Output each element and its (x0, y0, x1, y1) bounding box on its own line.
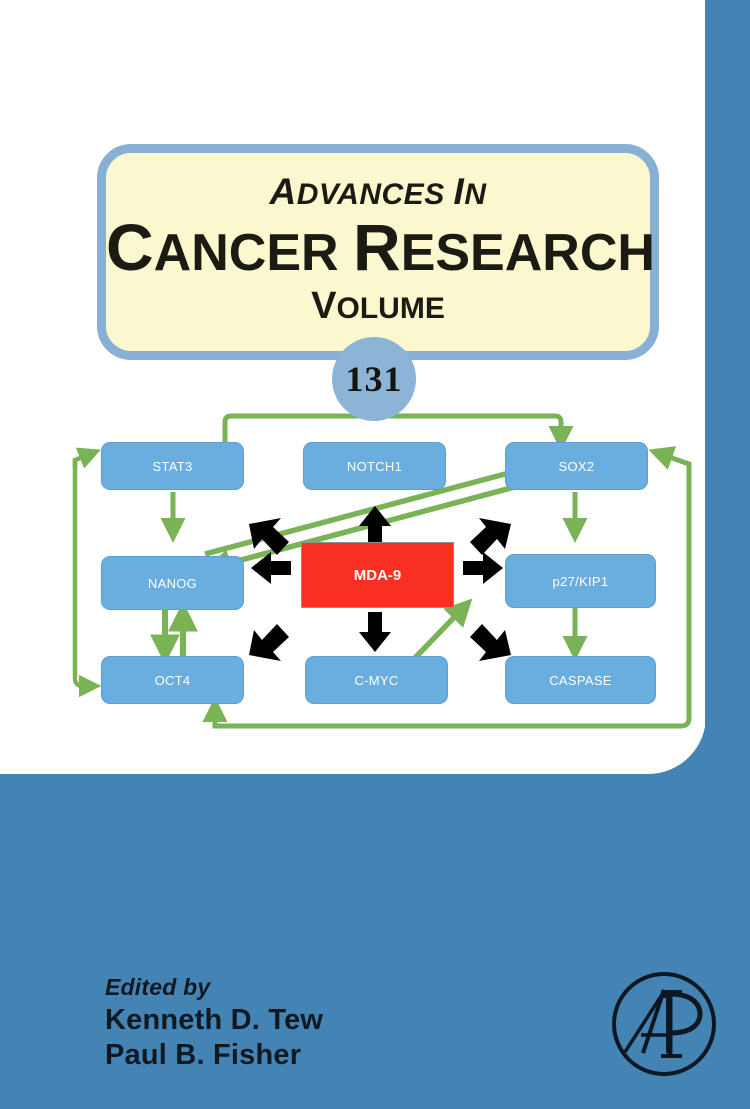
edge-cmyc-to-p27kip1-diagonal (411, 598, 473, 662)
node-label: CASPASE (549, 672, 612, 688)
edge-nanog-oct4-bidirectional (150, 601, 198, 665)
mda9-black-arrows (249, 506, 511, 661)
arrow-mda9-down (359, 612, 391, 652)
node-mda9[interactable]: MDA-9 (301, 542, 454, 608)
node-label: SOX2 (558, 458, 595, 474)
editor-name-1: Kenneth D. Tew (105, 1004, 324, 1036)
node-label: STAT3 (152, 458, 193, 474)
node-label: C-MYC (354, 672, 399, 688)
node-nanog[interactable]: NANOG (101, 556, 244, 610)
node-p27kip1[interactable]: p27/KIP1 (505, 554, 656, 608)
arrow-mda9-down-left (249, 624, 289, 661)
node-sox2[interactable]: SOX2 (505, 442, 648, 490)
arrow-mda9-up-left (249, 518, 289, 555)
series-prefix: ADVANCES IN (269, 171, 487, 212)
node-label: NOTCH1 (346, 458, 403, 474)
edge-bottom-loop (202, 696, 655, 729)
edge-stat3-oct4-left-loop (72, 447, 102, 698)
node-cmyc[interactable]: C-MYC (305, 656, 448, 704)
node-label: OCT4 (154, 672, 191, 688)
arrow-mda9-up-right (470, 518, 511, 555)
edited-by-label: Edited by (105, 974, 211, 1000)
academic-press-logo (608, 968, 720, 1080)
volume-number-badge: 131 (332, 337, 416, 421)
right-blue-strip (705, 0, 750, 774)
node-notch1[interactable]: NOTCH1 (303, 442, 446, 490)
volume-number: 131 (345, 359, 403, 399)
arrow-mda9-left (251, 552, 291, 584)
diagram-arrows (72, 413, 692, 729)
series-title: CANCER RESEARCH (106, 210, 655, 284)
mda9-network-diagram: STAT3 NOTCH1 SOX2 NANOG p27/KIP1 OCT4 C-… (55, 408, 710, 748)
node-label: NANOG (147, 575, 198, 591)
arrow-mda9-right (463, 552, 503, 584)
title-plaque: ADVANCES IN CANCER RESEARCH VOLUME (97, 144, 659, 360)
node-oct4[interactable]: OCT4 (101, 656, 244, 704)
node-stat3[interactable]: STAT3 (101, 442, 244, 490)
edge-caspase-to-sox2-right-loop (633, 446, 692, 729)
editor-name-2: Paul B. Fisher (105, 1039, 302, 1071)
arrow-mda9-up (359, 506, 391, 546)
node-label: MDA-9 (353, 566, 402, 584)
volume-label: VOLUME (311, 285, 445, 328)
ap-logo-icon (612, 972, 716, 1076)
arrow-mda9-down-right (470, 624, 511, 661)
node-label: p27/KIP1 (552, 573, 609, 589)
node-caspase[interactable]: CASPASE (505, 656, 656, 704)
